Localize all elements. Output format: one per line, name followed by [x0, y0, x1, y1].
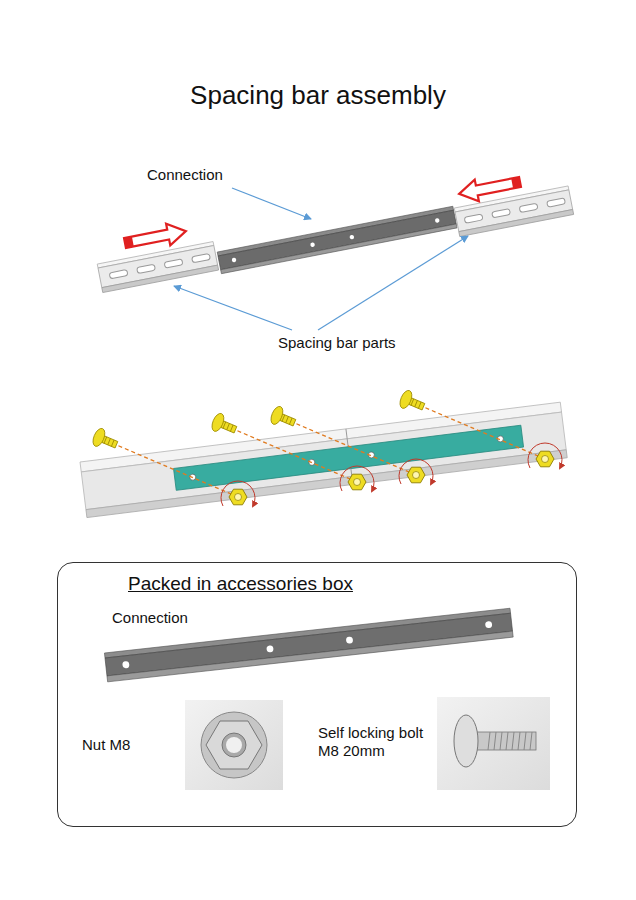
accessories-box: Packed in accessories box	[57, 562, 577, 827]
part-label: Self locking bolt M8 20mm	[318, 724, 436, 760]
page-title: Spacing bar assembly	[0, 80, 636, 111]
part-label: Spacing bar parts	[278, 334, 396, 352]
leader-line	[174, 286, 292, 330]
nut	[221, 443, 562, 506]
part-label: Connection	[112, 609, 188, 627]
movement-arrow	[123, 220, 188, 253]
part-label: Connection	[147, 166, 223, 184]
bolt-photo	[437, 697, 550, 790]
assembled-bar	[80, 402, 567, 517]
nut-photo	[185, 700, 283, 790]
box-heading: Packed in accessories box	[128, 573, 353, 596]
bolt	[91, 389, 427, 454]
leader-line	[318, 236, 468, 330]
leader-line	[232, 188, 311, 219]
connection-bar	[104, 608, 513, 682]
spacing-bar-part	[97, 242, 218, 293]
part-label: Nut M8	[82, 736, 130, 754]
bolt-path	[112, 405, 545, 497]
connection-bar	[217, 206, 457, 273]
movement-arrow	[457, 171, 522, 204]
